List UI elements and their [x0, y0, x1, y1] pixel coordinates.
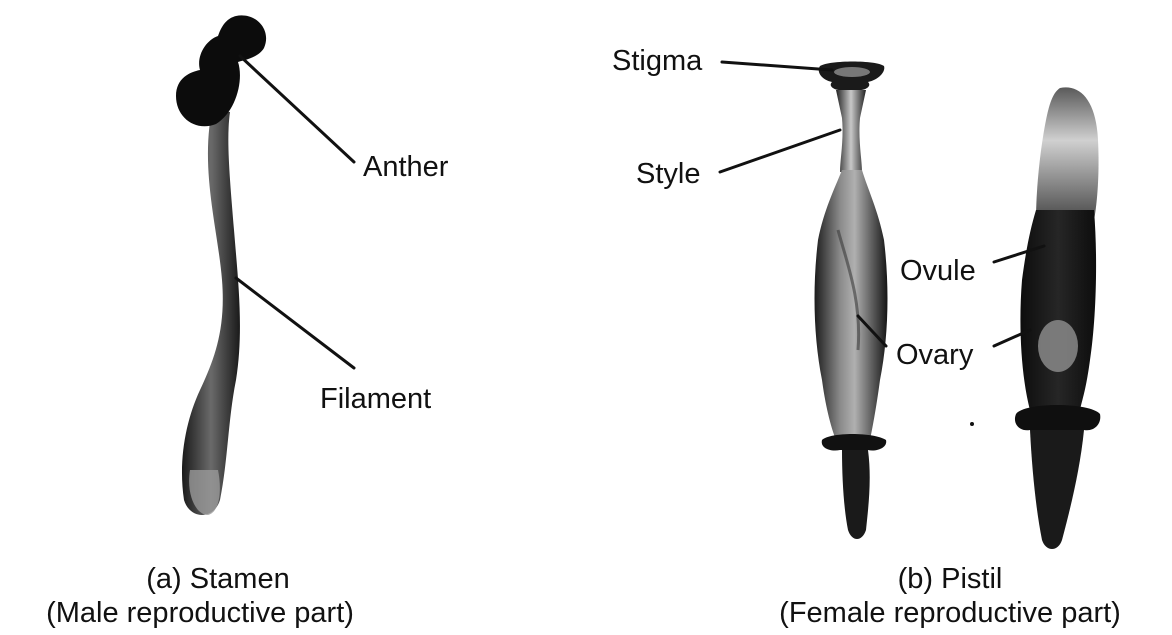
filament-shape	[182, 110, 240, 515]
stamen-caption-line1: (a) Stamen	[146, 563, 289, 595]
stamen-illustration	[176, 15, 266, 515]
ovule-shape	[1038, 320, 1078, 372]
pistil-section-illustration	[1015, 87, 1100, 549]
ovary-label: Ovary	[896, 339, 974, 371]
style-leader-line	[720, 130, 840, 172]
style-label: Style	[636, 158, 700, 190]
ovule-label: Ovule	[900, 255, 976, 287]
anther-leader-line	[240, 56, 354, 162]
stigma-leader-line	[722, 62, 832, 70]
pistil-caption-line1: (b) Pistil	[898, 563, 1003, 595]
ovary-shape	[815, 170, 888, 440]
stigma-label: Stigma	[612, 45, 703, 77]
filament-label: Filament	[320, 383, 431, 415]
filament-leader-line	[236, 278, 354, 368]
pistil-caption-line2: (Female reproductive part)	[779, 597, 1121, 629]
anther-shape	[176, 15, 266, 126]
anther-label: Anther	[363, 151, 449, 183]
stamen-caption-line2: (Male reproductive part)	[46, 597, 354, 629]
pistil-illustration	[815, 62, 888, 540]
